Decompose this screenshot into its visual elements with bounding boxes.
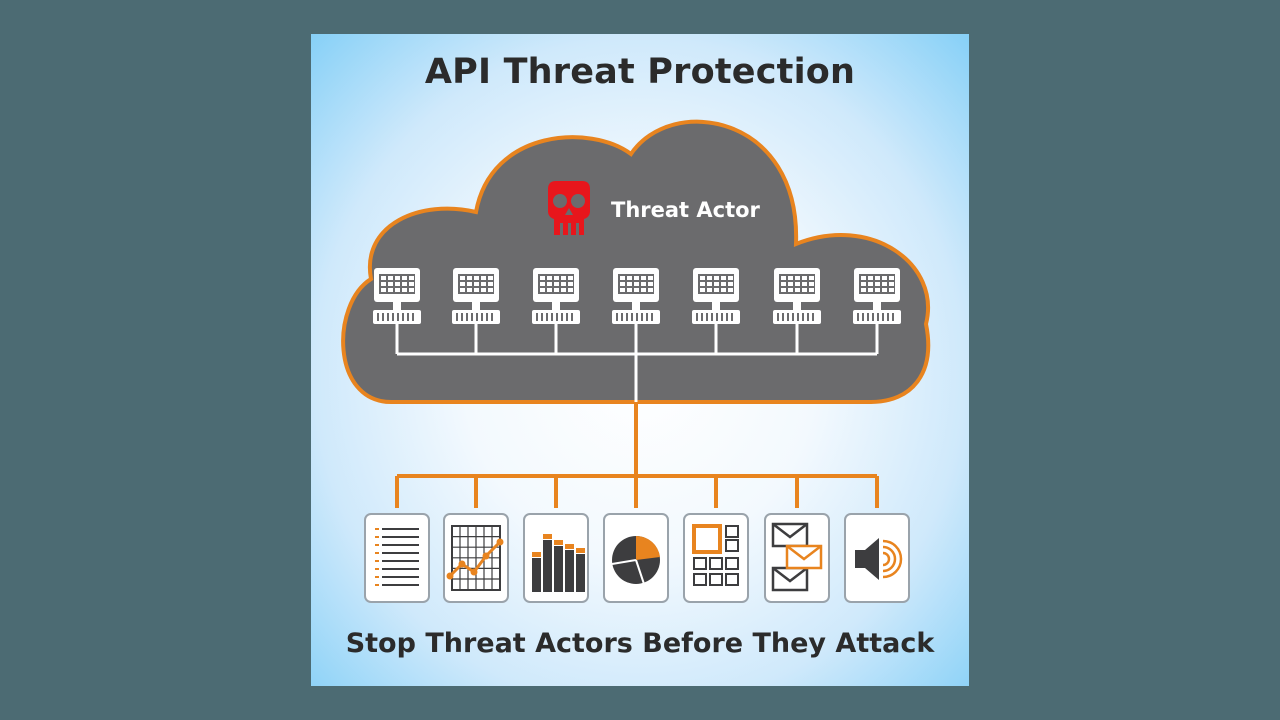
speaker-icon	[844, 513, 910, 603]
threat-actor-label: Threat Actor	[611, 198, 761, 222]
skull-icon	[548, 181, 590, 235]
tagline: Stop Threat Actors Before They Attack	[345, 628, 935, 659]
app-tiles	[364, 513, 910, 603]
grid-squares-icon	[683, 513, 749, 603]
server-bus	[397, 352, 877, 402]
server-icon	[692, 268, 740, 354]
cloud-shape	[341, 119, 931, 404]
server-row	[373, 268, 901, 354]
bar-chart-icon	[523, 513, 589, 603]
server-icon	[373, 268, 421, 354]
document-list-icon	[364, 513, 430, 603]
diagram-card: API Threat Protection Threat Actor	[311, 34, 969, 686]
server-icon	[452, 268, 500, 354]
api-threat-diagram: Threat Actor	[341, 119, 931, 603]
server-icon	[853, 268, 901, 354]
line-chart-icon	[443, 513, 509, 603]
server-icon	[612, 268, 660, 354]
server-icon	[773, 268, 821, 354]
pie-chart-icon	[603, 513, 669, 603]
server-icon	[532, 268, 580, 354]
mail-icon	[764, 513, 830, 603]
app-connectors	[395, 476, 879, 508]
page-title: API Threat Protection	[424, 52, 856, 92]
